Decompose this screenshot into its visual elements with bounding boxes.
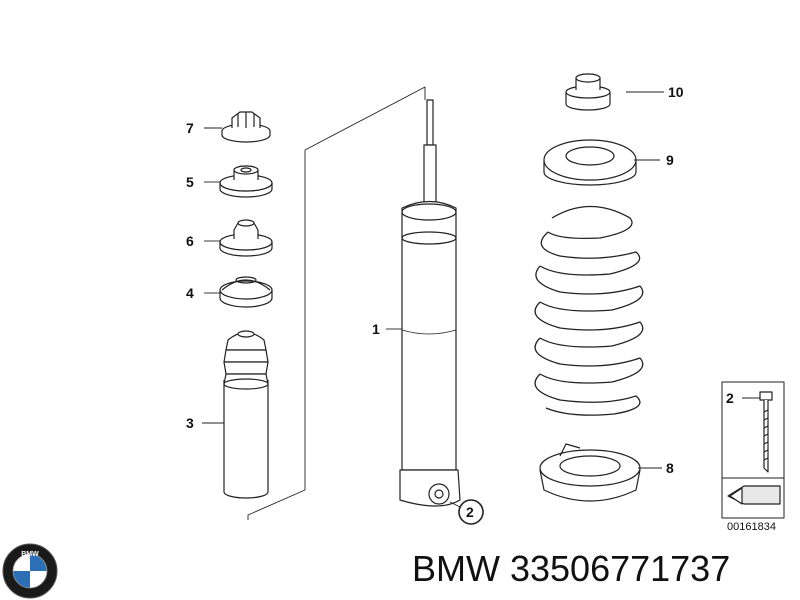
callout-8: 8 [666,460,674,476]
callout-4: 4 [186,285,194,301]
callout-10: 10 [668,84,684,100]
assembly-bracket-bottom [247,489,306,520]
cap-part [565,73,611,111]
bump-stop-cover-part [223,330,269,499]
shock-absorber-part [399,99,461,507]
bmw-logo: BMW [2,543,58,599]
nut-part [221,111,271,143]
support-plate-part [219,276,273,308]
upper-spring-pad-part [543,139,637,186]
inset-callout-2: 2 [726,390,734,406]
part-number-title: BMW 33506771737 [412,548,731,589]
callout-3: 3 [186,415,194,431]
callout-7: 7 [186,120,194,136]
callout-2: 2 [466,504,474,520]
callout-5: 5 [186,174,194,190]
lower-spring-pad-part [539,443,641,502]
inset-panel [721,381,785,519]
rubber-mount-lower-part [219,219,273,257]
callout-6: 6 [186,233,194,249]
callout-1: 1 [372,321,380,337]
leader-lines [202,91,760,509]
callout-9: 9 [666,152,674,168]
bmw-logo-text: BMW [21,551,39,558]
diagram-reference-number: 00161834 [727,521,776,533]
rubber-mount-part [219,165,273,198]
callout-circle [458,499,484,525]
coil-spring-part [534,205,644,416]
assembly-bracket-line [304,86,426,151]
